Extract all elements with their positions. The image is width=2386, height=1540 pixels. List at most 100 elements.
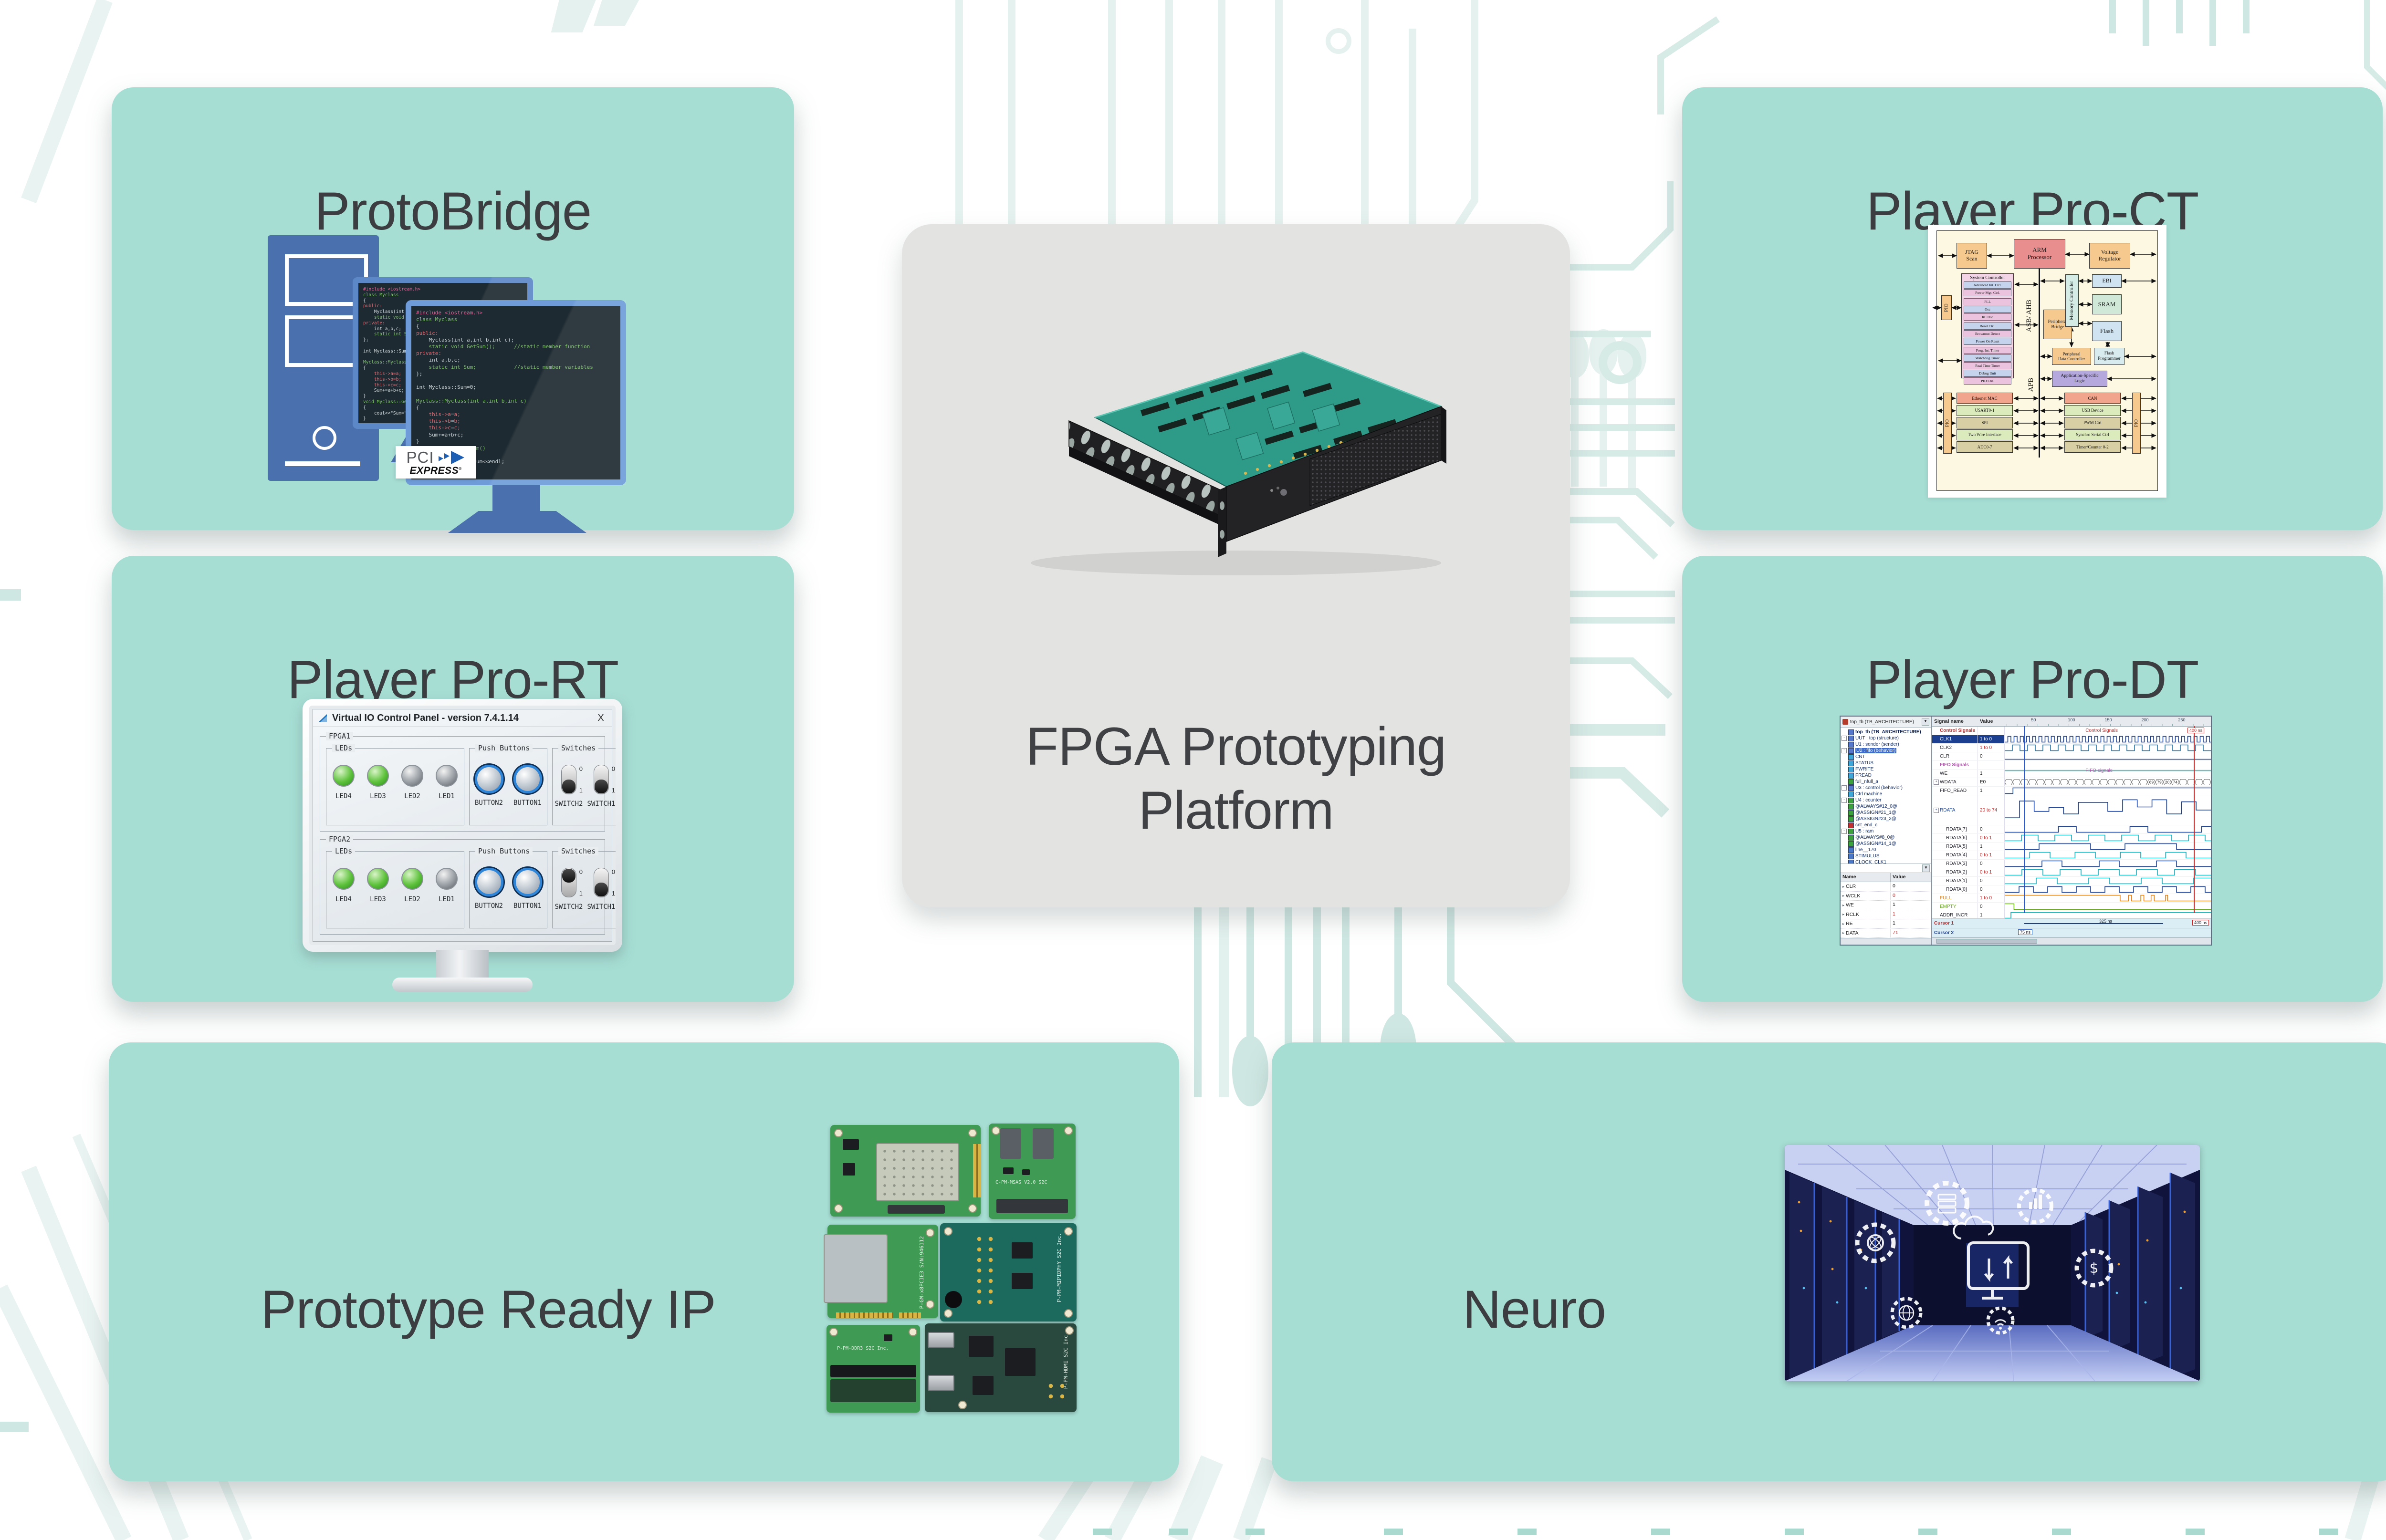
code-line: class Myclass: [416, 316, 616, 323]
svg-text:$: $: [2089, 1260, 2098, 1277]
tree-item[interactable]: CNT: [1842, 754, 1930, 760]
code-line: #include <iostream.h>: [363, 287, 523, 292]
signal-waveform: [2005, 834, 2211, 842]
push-button[interactable]: [513, 765, 542, 793]
signal-value: E0: [1978, 778, 2005, 786]
tree-item[interactable]: - U2 : fifo (behavior): [1842, 748, 1930, 754]
led-item: LED4: [333, 868, 355, 903]
tree-expander-icon[interactable]: -: [1842, 736, 1847, 741]
tree-item[interactable]: @ALWAYS#12_0@: [1842, 803, 1930, 810]
tree-item[interactable]: Ctrl machine: [1842, 791, 1930, 797]
sram-block: SRAM: [2092, 294, 2122, 314]
fpga2-label: FPGA2: [326, 835, 354, 843]
browser-scrollbar[interactable]: [1841, 938, 1931, 945]
signal-value: 0: [1978, 885, 2005, 894]
tree-item[interactable]: @ASSIGN#21_1@: [1842, 810, 1930, 816]
name-value-row[interactable]: ▸CLR 0: [1841, 882, 1931, 892]
signal-expander-icon[interactable]: +: [1934, 780, 1939, 785]
tree-item[interactable]: - U3 : control (behavior): [1842, 785, 1930, 791]
tree-item-label: Ctrl machine: [1855, 791, 1883, 797]
waveform-scrollbar[interactable]: [1932, 937, 2211, 945]
tree-item-label: U1 : sender (sender): [1855, 742, 1899, 747]
card-fpga-prototyping-platform: FPGA Prototyping Platform: [902, 224, 1570, 907]
system-controller-row: Debug Unit: [1964, 370, 2011, 377]
scrollbar-thumb[interactable]: [1936, 939, 2037, 944]
code-line: public:: [416, 330, 616, 337]
toggle-switch[interactable]: 0 1: [593, 868, 615, 897]
name-value-row[interactable]: ▸WE 1: [1841, 901, 1931, 910]
toggle-switch[interactable]: 0 1: [593, 765, 615, 794]
tree-filter-row[interactable]: ▼: [1841, 864, 1931, 873]
signal-name: RDATA[5]: [1946, 844, 1967, 849]
tree-item-label: full_nfull_a: [1855, 779, 1878, 784]
dropdown-arrow-icon[interactable]: ▼: [1922, 718, 1929, 726]
tree-item[interactable]: STATUS: [1842, 760, 1930, 766]
fpga2-switches-groupbox: Switches 0 1 SWITCH2: [552, 847, 616, 928]
card-protobridge: ProtoBridge #include <iostream.h>class M…: [112, 87, 794, 533]
instance-dropdown[interactable]: top_tb (TB_ARCHITECTURE) ▼: [1841, 717, 1931, 728]
push-button[interactable]: [474, 868, 503, 896]
code-line: int a,b,c;: [363, 326, 523, 332]
protobridge-title: ProtoBridge: [314, 181, 592, 241]
name-value-row[interactable]: ▸DATA 71: [1841, 928, 1931, 938]
tree-item[interactable]: - U4 : counter: [1842, 797, 1930, 803]
cursor1-line[interactable]: [2194, 726, 2195, 913]
close-icon[interactable]: X: [597, 712, 604, 723]
code-line: class Myclass: [363, 292, 523, 298]
tree-item-label: @ASSIGN#21_1@: [1855, 810, 1896, 815]
tree-item[interactable]: line__170: [1842, 847, 1930, 853]
tower-slot: [285, 461, 360, 466]
tree-item[interactable]: full_nfull_a: [1842, 779, 1930, 785]
signal-value: 20 to 74: [1978, 795, 2005, 825]
tree-expander-icon[interactable]: -: [1842, 748, 1847, 753]
switch-label: SWITCH2: [555, 903, 583, 911]
push-button[interactable]: [474, 765, 503, 793]
board-label: P-PM-HDMI S2C Inc.: [1063, 1332, 1069, 1389]
toggle-switch[interactable]: 0 1: [561, 868, 583, 897]
tree-item[interactable]: @ASSIGN#14_1@: [1842, 841, 1930, 847]
design-tree: top_tb (TB_ARCHITECTURE) - UUT : top (st…: [1841, 728, 1931, 864]
tree-item[interactable]: @ASSIGN#23_2@: [1842, 816, 1930, 822]
tree-node-icon: [1848, 748, 1854, 754]
tree-expander-icon[interactable]: -: [1842, 798, 1847, 803]
peripheral-block: CAN: [2064, 393, 2121, 404]
tree-item[interactable]: CLOCK_CLK1: [1842, 859, 1930, 864]
tree-expander-icon[interactable]: -: [1842, 829, 1847, 834]
virtual-io-screen: Virtual IO Control Panel - version 7.4.1…: [309, 706, 616, 945]
signal-name: WDATA: [1940, 780, 1957, 785]
name-value-row[interactable]: ▸WCLK 0: [1841, 891, 1931, 901]
led-label: LED2: [404, 792, 420, 800]
tree-item[interactable]: U1 : sender (sender): [1842, 741, 1930, 748]
tree-item[interactable]: - U5 : ram: [1842, 828, 1930, 834]
signal-direction-icon: ▸: [1842, 912, 1845, 917]
signal-name: Control Signals: [1940, 728, 1975, 733]
prototype-ready-ip-title: Prototype Ready IP: [261, 1279, 716, 1339]
signal-expander-icon[interactable]: +: [1934, 807, 1939, 813]
tree-item[interactable]: FREAD: [1842, 772, 1930, 779]
signal-value-header: Value: [1980, 718, 1993, 724]
fpga1-label: FPGA1: [326, 732, 354, 740]
code-line: Myclass(int a,int b,int c);: [416, 337, 616, 343]
cursor2-line[interactable]: [2024, 726, 2025, 913]
push-button-label: BUTTON1: [513, 799, 542, 807]
signal-waveform: [2005, 727, 2211, 735]
tree-item[interactable]: cnt_end_c: [1842, 822, 1930, 828]
tree-item[interactable]: - UUT : top (structure): [1842, 735, 1930, 741]
tree-expander-icon[interactable]: -: [1842, 785, 1847, 791]
signal-waveform: [2005, 761, 2211, 769]
toggle-switch[interactable]: 0 1: [561, 765, 583, 794]
tree-item[interactable]: @ALWAYS#8_0@: [1842, 834, 1930, 841]
tree-item[interactable]: FWRITE: [1842, 766, 1930, 772]
tree-item[interactable]: STIMULUS: [1842, 853, 1930, 859]
push-button-label: BUTTON2: [474, 902, 503, 910]
signal-waveform: [2005, 843, 2211, 851]
tree-item[interactable]: top_tb (TB_ARCHITECTURE): [1842, 729, 1930, 735]
name-value-row[interactable]: ▸RE 1: [1841, 919, 1931, 929]
push-button[interactable]: [513, 868, 542, 896]
name-value-row[interactable]: ▸RCLK 1: [1841, 910, 1931, 919]
platform-title-line1: FPGA Prototyping: [1026, 716, 1446, 776]
